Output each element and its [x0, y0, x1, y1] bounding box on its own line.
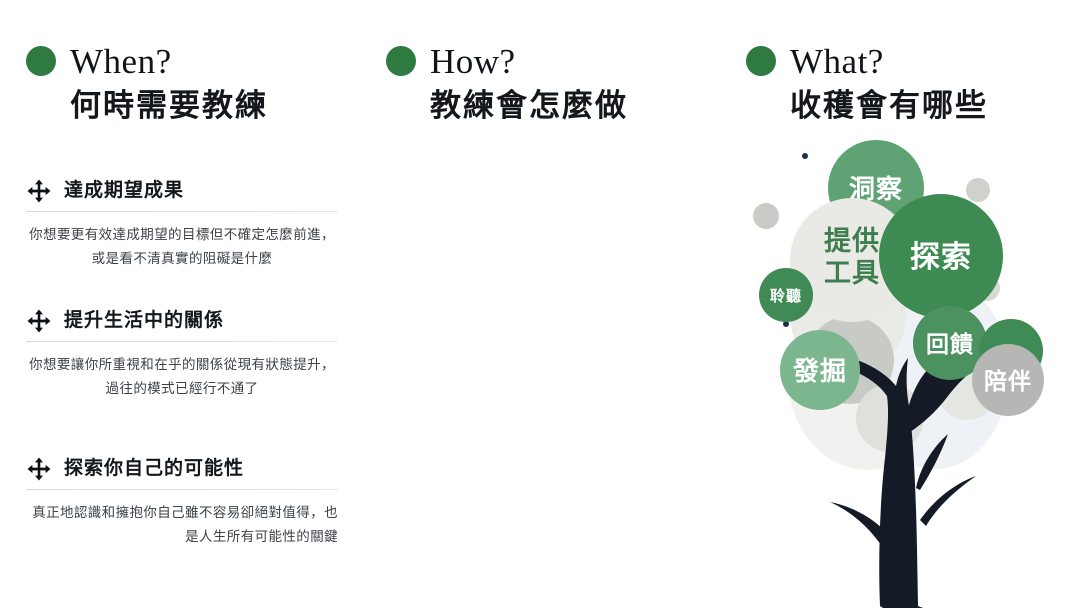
item-description: 真正地認識和擁抱你自己雖不容易卻絕對值得，也是人生所有可能性的關鍵 [32, 505, 338, 544]
item-title: 提升生活中的關係 [64, 309, 225, 331]
item-title: 探索你自己的可能性 [64, 457, 245, 479]
heading-how-row: How? [386, 40, 628, 82]
item-description: 你想要更有效達成期望的目標但不確定怎麼前進，或是看不清真實的阻礙是什麼 [29, 227, 335, 266]
move-arrows-icon [26, 308, 52, 334]
heading-when: When? 何時需要教練 [26, 40, 268, 124]
dot-navy-3 [783, 321, 789, 327]
bubble-tigonggongju: 提供 工具 [790, 198, 914, 322]
item-divider [26, 211, 338, 212]
bubble-fajue: 發掘 [780, 330, 860, 410]
heading-what-en: What? [790, 41, 884, 81]
bubble-huikui: 回饋 [913, 306, 987, 380]
bubble-tansuo: 探索 [879, 194, 1003, 318]
item-divider [26, 489, 338, 490]
bubble-lingting: 聆聽 [759, 268, 813, 322]
coaching-tree-graphic: 洞察 提供 工具 探索 聆聽 發掘 [720, 128, 1080, 608]
list-item: 達成期望成果 你想要更有效達成期望的目標但不確定怎麼前進，或是看不清真實的阻礙是… [26, 178, 338, 270]
bubble-peiban: 陪伴 [972, 344, 1044, 416]
tree-svg: 洞察 提供 工具 探索 聆聽 發掘 [753, 140, 1044, 608]
heading-when-row: When? [26, 40, 268, 82]
column-how: How? 教練會怎麼做 [360, 0, 1044, 608]
dot-gray-4 [753, 203, 779, 229]
bubble-label-line1: 提供 [824, 226, 880, 256]
bubble-label-line2: 工具 [824, 258, 880, 288]
heading-when-zh: 何時需要教練 [70, 88, 268, 123]
bubble-label: 發掘 [792, 356, 847, 386]
heading-how-en: How? [430, 41, 516, 81]
item-title: 達成期望成果 [64, 179, 185, 201]
item-header: 提升生活中的關係 [26, 308, 338, 334]
heading-when-en: When? [70, 41, 172, 81]
heading-what-zh: 收穫會有哪些 [790, 88, 988, 123]
heading-what-row: What? [746, 40, 988, 82]
item-description: 你想要讓你所重視和在乎的關係從現有狀態提升，過往的模式已經行不通了 [29, 357, 335, 396]
item-divider [26, 341, 338, 342]
item-header: 探索你自己的可能性 [26, 456, 338, 482]
heading-how-zh: 教練會怎麼做 [430, 88, 628, 123]
bubble-label: 聆聽 [770, 287, 802, 305]
item-header: 達成期望成果 [26, 178, 338, 204]
bubble-label: 探索 [910, 241, 972, 274]
bullet-dot-icon [746, 46, 776, 76]
move-arrows-icon [26, 456, 52, 482]
list-item: 提升生活中的關係 你想要讓你所重視和在乎的關係從現有狀態提升，過往的模式已經行不… [26, 308, 338, 400]
column-when: When? 何時需要教練 達成期望成果 你想要更有效達成期望的目標但不確定怎麼前… [0, 0, 360, 608]
list-item: 探索你自己的可能性 真正地認識和擁抱你自己雖不容易卻絕對值得，也是人生所有可能性… [26, 456, 338, 548]
dot-navy-1 [802, 153, 808, 159]
heading-how: How? 教練會怎麼做 [386, 40, 628, 124]
bullet-dot-icon [26, 46, 56, 76]
dot-gray-2 [966, 178, 990, 202]
bullet-dot-icon [386, 46, 416, 76]
bubble-label: 回饋 [926, 331, 974, 357]
column-what: What? 收穫會有哪些 人生各面向的有效性 明確的目標與做法、聚焦努力的方向，… [720, 0, 1080, 608]
heading-what: What? 收穫會有哪些 [746, 40, 988, 124]
move-arrows-icon [26, 178, 52, 204]
tree-trunk [812, 334, 994, 608]
bubble-label: 陪伴 [984, 368, 1032, 394]
